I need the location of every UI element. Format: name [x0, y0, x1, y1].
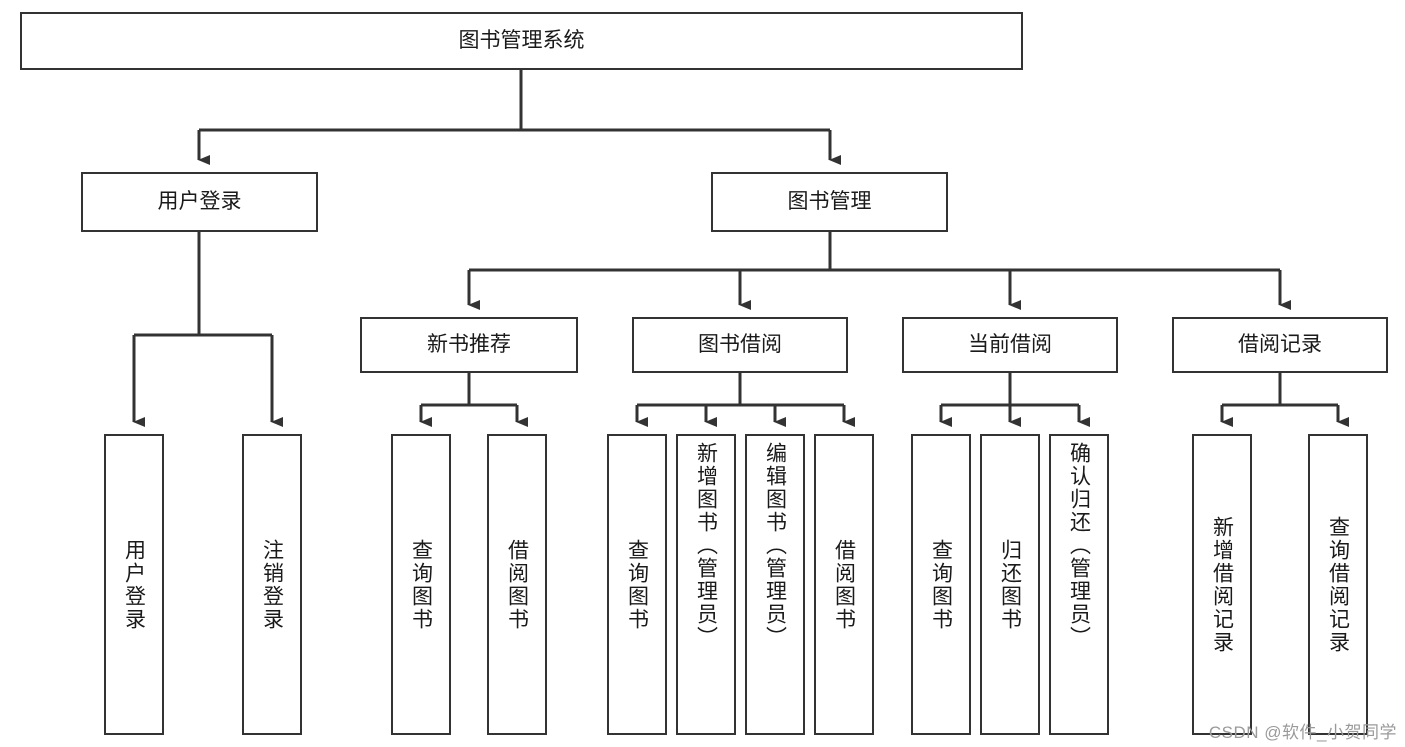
node-label: 新书推荐 [427, 332, 511, 356]
node-label: 借阅记录 [1238, 332, 1322, 356]
node-label: 用户登录 [122, 538, 146, 631]
leaf-records-add-record[interactable]: 新增借阅记录 [1192, 434, 1252, 735]
node-root-system[interactable]: 图书管理系统 [20, 12, 1023, 70]
node-user-login[interactable]: 用户登录 [81, 172, 318, 232]
leaf-user-login-logout[interactable]: 注销登录 [242, 434, 302, 735]
node-label: 图书管理系统 [458, 28, 585, 52]
leaf-newbook-borrow-book[interactable]: 借阅图书 [487, 434, 547, 735]
leaf-borrow-borrow-book[interactable]: 借阅图书 [814, 434, 874, 735]
node-label: 借阅图书 [505, 538, 529, 631]
node-label: 当前借阅 [968, 332, 1052, 356]
node-book-borrow[interactable]: 图书借阅 [632, 317, 848, 373]
node-book-management[interactable]: 图书管理 [711, 172, 948, 232]
leaf-borrow-edit-book-admin[interactable]: 编辑图书（管理员） [745, 434, 805, 735]
watermark-text: CSDN @软件_小贺同学 [1208, 723, 1397, 742]
leaf-user-login-login[interactable]: 用户登录 [104, 434, 164, 735]
leaf-current-query-book[interactable]: 查询图书 [911, 434, 971, 735]
node-borrow-records[interactable]: 借阅记录 [1172, 317, 1388, 373]
node-label: 归还图书 [998, 538, 1022, 631]
node-label: 用户登录 [157, 189, 242, 213]
node-label: 新增图书（管理员） [694, 442, 718, 649]
leaf-records-query-record[interactable]: 查询借阅记录 [1308, 434, 1368, 735]
node-label: 查询图书 [929, 538, 953, 631]
leaf-current-return-book[interactable]: 归还图书 [980, 434, 1040, 735]
node-label: 注销登录 [260, 538, 284, 631]
node-label: 借阅图书 [832, 538, 856, 631]
node-new-book-recommend[interactable]: 新书推荐 [360, 317, 578, 373]
node-label: 图书管理 [787, 189, 872, 213]
node-label: 确认归还（管理员） [1067, 442, 1091, 649]
node-label: 查询借阅记录 [1326, 515, 1350, 654]
leaf-current-confirm-return-admin[interactable]: 确认归还（管理员） [1049, 434, 1109, 735]
node-label: 查询图书 [625, 538, 649, 631]
node-label: 新增借阅记录 [1210, 515, 1234, 654]
leaf-newbook-query-book[interactable]: 查询图书 [391, 434, 451, 735]
node-label: 查询图书 [409, 538, 433, 631]
node-label: 图书借阅 [698, 332, 782, 356]
leaf-borrow-add-book-admin[interactable]: 新增图书（管理员） [676, 434, 736, 735]
node-label: 编辑图书（管理员） [763, 442, 787, 649]
node-current-borrow[interactable]: 当前借阅 [902, 317, 1118, 373]
leaf-borrow-query-book[interactable]: 查询图书 [607, 434, 667, 735]
